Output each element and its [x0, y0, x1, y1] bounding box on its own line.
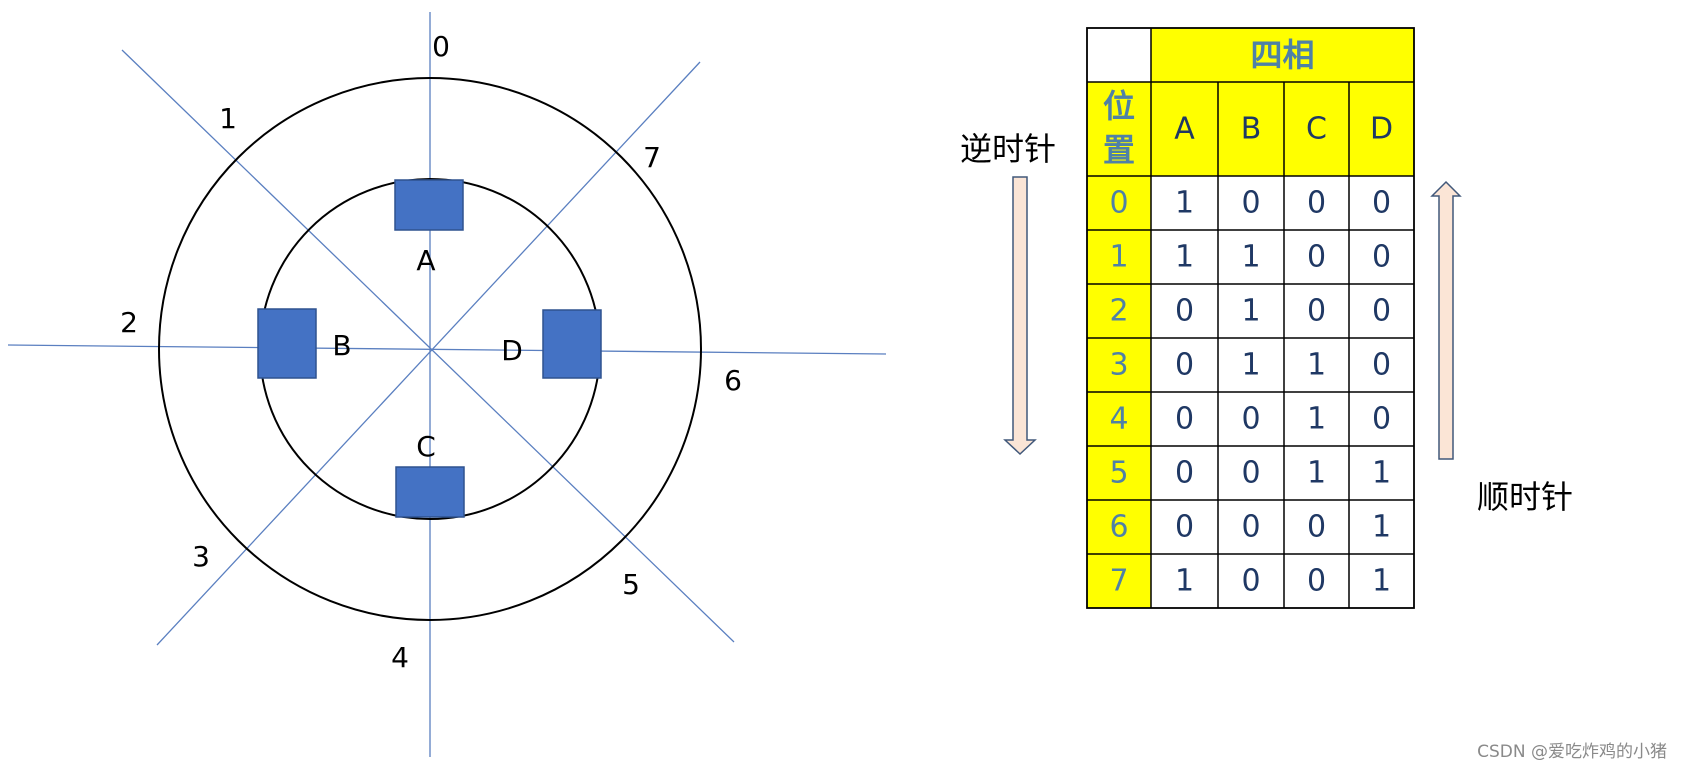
- pole-label-c: C: [416, 430, 436, 463]
- column-header-b: B: [1241, 112, 1262, 147]
- table-cell: 0: [1175, 402, 1194, 437]
- pole-label-a: A: [416, 244, 435, 277]
- table-cell: 0: [1241, 186, 1260, 221]
- table-cell: 0: [1372, 294, 1391, 329]
- position-label-3: 3: [192, 540, 210, 573]
- row-header-label-char: 置: [1103, 131, 1135, 169]
- position-label-4: 4: [391, 641, 409, 674]
- pole-label-d: D: [501, 334, 523, 367]
- position-label-6: 6: [724, 364, 742, 397]
- cw-label: 顺时针: [1477, 478, 1573, 516]
- position-label-5: 5: [622, 568, 640, 601]
- watermark: CSDN @爱吃炸鸡的小猪: [1477, 742, 1667, 762]
- motor-diagram: A B D C 0 1 2 3 4 5 6 7: [7, 12, 887, 757]
- table-cell: 1: [1372, 456, 1391, 491]
- column-header-c: C: [1306, 112, 1327, 147]
- table-cell: 0: [1241, 456, 1260, 491]
- table-cell: 0: [1307, 240, 1326, 275]
- position-cell: 5: [1109, 456, 1128, 491]
- pole-d: [542, 309, 602, 379]
- table-cell: 0: [1372, 402, 1391, 437]
- table-cell: 1: [1241, 294, 1260, 329]
- up-arrow-icon: [1430, 180, 1462, 460]
- table-cell: 0: [1241, 564, 1260, 599]
- ccw-label: 逆时针: [960, 130, 1056, 168]
- table-header-title-cell: [1151, 28, 1414, 82]
- down-arrow-icon: [1003, 176, 1037, 456]
- table-cell: 0: [1241, 402, 1260, 437]
- column-header-d: D: [1370, 112, 1393, 147]
- position-cell: 1: [1109, 240, 1128, 275]
- row-header-label-char: 位: [1103, 87, 1135, 125]
- axis-line-1-5: [121, 49, 735, 643]
- pole-a: [394, 179, 464, 231]
- table-header-title: 四相: [1250, 36, 1314, 74]
- column-header-a: A: [1174, 112, 1195, 147]
- position-cell: 4: [1109, 402, 1128, 437]
- position-label-1: 1: [219, 102, 237, 135]
- outer-ring: [158, 77, 702, 621]
- table-cell: 0: [1307, 186, 1326, 221]
- direction-indicators: 逆时针 顺时针: [960, 130, 1573, 516]
- table-cell: 1: [1372, 510, 1391, 545]
- table-cell: 1: [1175, 564, 1194, 599]
- table-cell: 0: [1307, 510, 1326, 545]
- table-cell: 0: [1175, 294, 1194, 329]
- position-cell: 2: [1109, 294, 1128, 329]
- table-cell: 0: [1175, 456, 1194, 491]
- table-cell: 1: [1307, 456, 1326, 491]
- position-cell: 6: [1109, 510, 1128, 545]
- position-cell: 3: [1109, 348, 1128, 383]
- pole-b: [257, 308, 317, 379]
- table-cell: 0: [1241, 510, 1260, 545]
- position-label-0: 0: [432, 30, 450, 63]
- position-label-2: 2: [120, 306, 138, 339]
- position-cell: 0: [1109, 186, 1128, 221]
- table-cell: 1: [1175, 240, 1194, 275]
- position-column: [1087, 82, 1151, 608]
- table-cell: 0: [1372, 240, 1391, 275]
- table-cell: 0: [1372, 186, 1391, 221]
- table-cell: 1: [1241, 348, 1260, 383]
- pole-label-b: B: [332, 329, 351, 362]
- position-cell: 7: [1109, 564, 1128, 599]
- table-cell: 0: [1372, 348, 1391, 383]
- table-cell: 0: [1307, 564, 1326, 599]
- axis-line-2-6: [7, 344, 887, 355]
- table-cell: 1: [1175, 186, 1194, 221]
- table-cell: 0: [1175, 510, 1194, 545]
- phase-header-row: [1151, 82, 1414, 176]
- axis-line-7-3: [156, 61, 701, 646]
- table-cell: 1: [1307, 402, 1326, 437]
- table-cell: 1: [1307, 348, 1326, 383]
- table-cell: 1: [1241, 240, 1260, 275]
- table-cell: 1: [1372, 564, 1391, 599]
- table-cell: 0: [1307, 294, 1326, 329]
- table-cell: 0: [1175, 348, 1194, 383]
- table-frame: [1086, 27, 1415, 609]
- pole-c: [395, 466, 465, 518]
- position-label-7: 7: [643, 141, 661, 174]
